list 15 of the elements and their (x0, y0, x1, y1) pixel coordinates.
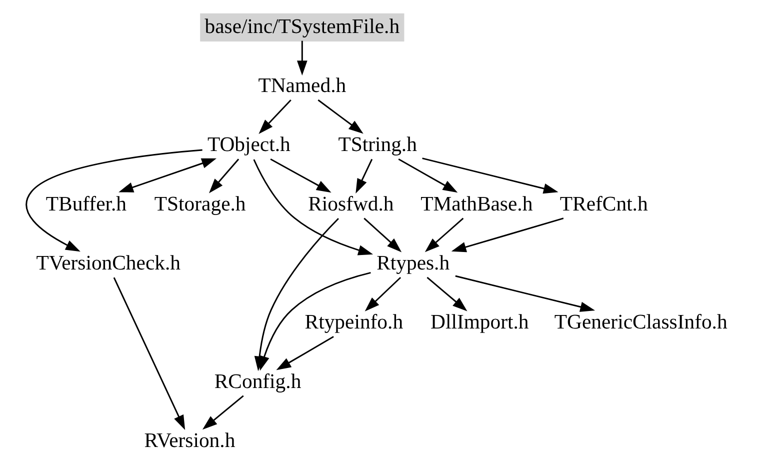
node-text: TNamed.h (258, 75, 346, 98)
node-text: Rtypes.h (376, 252, 450, 275)
node-text: TGenericClassInfo.h (554, 312, 728, 334)
node-text: Rtypeinfo.h (304, 312, 404, 334)
node-text: DllImport.h (430, 312, 529, 334)
node-text: TRefCnt.h (560, 193, 648, 216)
node-text: Riosfwd.h (308, 193, 394, 216)
node-text: TObject.h (207, 134, 290, 156)
node-text: TStorage.h (154, 193, 246, 216)
node-text: TString.h (338, 134, 417, 156)
node-text: TMathBase.h (420, 193, 533, 216)
node-text: TVersionCheck.h (36, 252, 181, 275)
node-text: TBuffer.h (46, 193, 127, 216)
node-text: RConfig.h (214, 370, 302, 393)
node-text: RVersion.h (144, 430, 236, 452)
